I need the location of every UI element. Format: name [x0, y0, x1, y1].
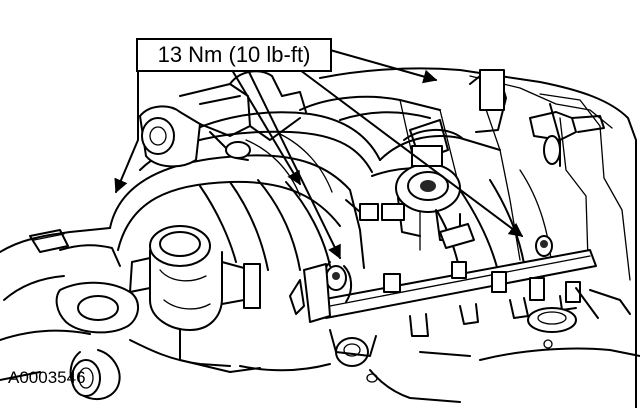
torque-callout-label: 13 Nm (10 lb-ft) [136, 38, 332, 72]
coolant-outlet-housing [139, 70, 307, 168]
egr-valve [395, 119, 475, 249]
callout-arrow-rear [329, 49, 438, 84]
callout-arrows [114, 49, 524, 260]
throttle-body [129, 225, 261, 373]
fuel-rail [289, 235, 631, 337]
left-engine-components [0, 227, 231, 401]
callout-arrow-left [114, 63, 139, 194]
figure-id-label: A0003546 [8, 368, 86, 387]
lower-sensor [239, 329, 640, 403]
callout-arrow-rail [247, 69, 341, 260]
egr-tube [345, 69, 605, 221]
callout-arrow-throttle [231, 69, 301, 186]
callout-arrow-manifold [299, 69, 524, 237]
